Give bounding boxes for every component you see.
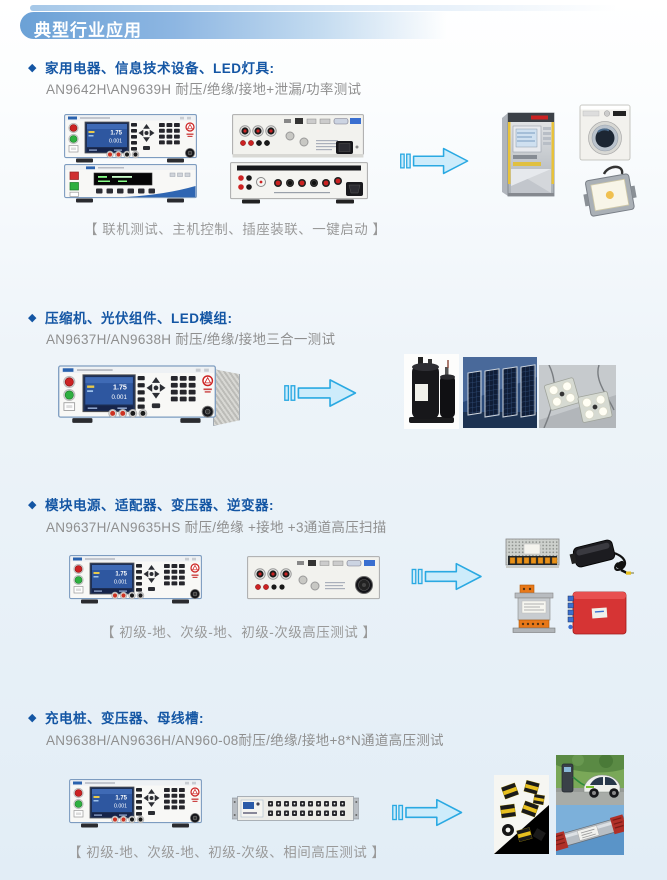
tester-3quarter-image <box>58 364 216 426</box>
arrow-right-icon <box>391 794 465 831</box>
hipot-tester-front-image <box>64 114 197 164</box>
arrow-right-icon <box>283 374 359 412</box>
bullet-diamond-icon: ◆ <box>28 312 37 324</box>
section1-models: AN9642H\AN9639H 耐压/绝缘/接地+泄漏/功率测试 <box>46 82 362 97</box>
bullet-diamond-icon: ◆ <box>28 499 37 511</box>
solar-panels-image <box>463 357 537 428</box>
section2-models: AN9637H/AN9638H 耐压/绝缘/接地三合一测试 <box>46 332 336 347</box>
page-title: 典型行业应用 <box>34 21 142 40</box>
header-band <box>30 5 667 11</box>
arrow-right-icon <box>410 558 485 595</box>
section1-caption: 【 联机测试、主机控制、插座装联、一键启动 】 <box>84 222 387 237</box>
small-transformers-image <box>494 775 549 854</box>
power-adapter-image <box>568 529 636 579</box>
section3-heading: 模块电源、适配器、变压器、逆变器: <box>45 498 274 513</box>
arrow-right-icon <box>398 143 472 179</box>
led-floodlight-image <box>582 162 639 218</box>
inverter-image <box>566 588 629 638</box>
bullet-diamond-icon: ◆ <box>28 62 37 74</box>
section3-caption: 【 初级-地、次级-地、初级-次级高压测试 】 <box>101 625 377 640</box>
socket-rear-panel-image <box>230 162 368 204</box>
tester-side-panel <box>213 369 240 426</box>
tester-rear-panel-image <box>232 114 364 160</box>
bullet-diamond-icon: ◆ <box>28 712 37 724</box>
scanner-rear-panel-image <box>247 556 380 602</box>
washing-machine-image <box>577 101 633 162</box>
compressor-image <box>404 354 459 429</box>
switching-psu-image <box>504 537 561 573</box>
section4-heading: 充电桩、变压器、母线槽: <box>45 711 204 726</box>
hipot-tester-front-image <box>69 779 202 829</box>
section4-models: AN9638H/AN9636H/AN960-08耐压/绝缘/接地+8*N通道高压… <box>46 733 444 748</box>
hipot-tester-front-image <box>69 555 202 605</box>
ev-charging-image <box>556 755 624 808</box>
page-title-bar <box>20 12 460 39</box>
section1-heading: 家用电器、信息技术设备、LED灯具: <box>45 61 275 76</box>
led-modules-image <box>539 365 616 428</box>
section4-caption: 【 初级-地、次级-地、初级-次级、相间高压测试 】 <box>68 845 386 860</box>
hv-scanner-image <box>232 793 359 824</box>
transformer-image <box>511 583 557 633</box>
atm-kiosk-image <box>498 107 562 200</box>
section2-heading: 压缩机、光伏组件、LED模组: <box>45 311 233 326</box>
leakage-tester-front-image <box>64 164 197 204</box>
section3-models: AN9637H/AN9635HS 耐压/绝缘 +接地 +3通道高压扫描 <box>46 520 387 535</box>
busbar-image <box>556 805 624 855</box>
